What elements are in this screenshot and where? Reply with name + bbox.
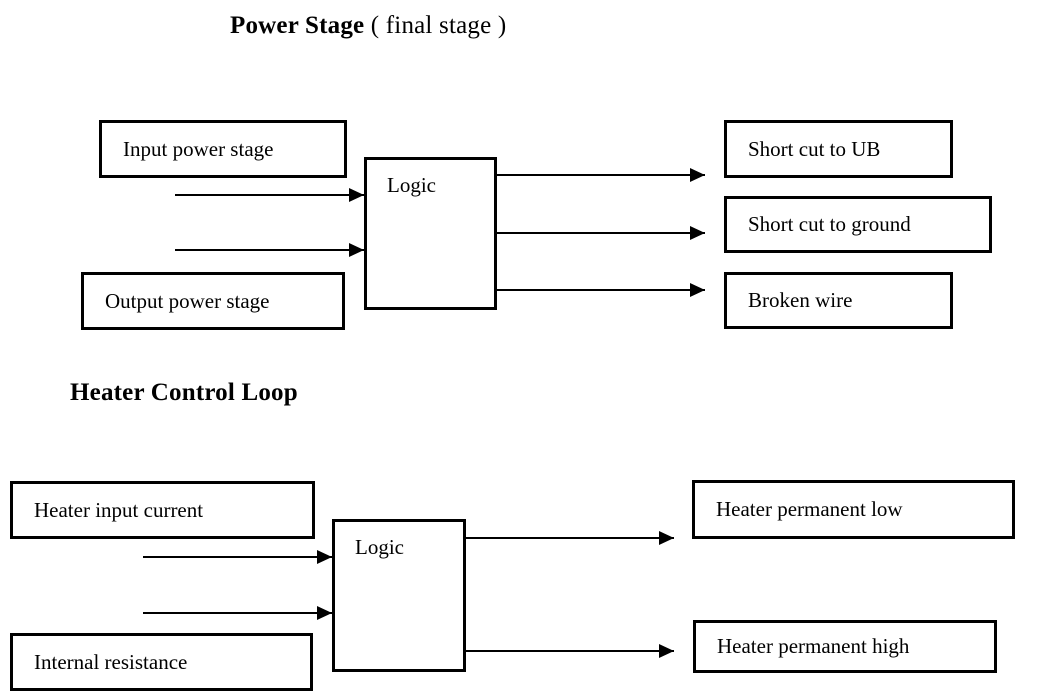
logic-box-heater-loop: Logic bbox=[332, 519, 466, 672]
arrowhead-icon bbox=[349, 188, 364, 202]
title-heater-control-loop-bold: Heater Control Loop bbox=[70, 379, 298, 406]
arrow-heater-output-1 bbox=[466, 531, 674, 545]
arrowhead-icon bbox=[349, 243, 364, 257]
arrowhead-icon bbox=[317, 606, 332, 620]
box-broken-wire-label: Broken wire bbox=[748, 288, 853, 312]
box-input-power-stage: Input power stage bbox=[99, 120, 347, 178]
arrow-power-output-3 bbox=[497, 283, 705, 297]
logic-box-power-stage: Logic bbox=[364, 157, 497, 310]
box-heater-input-current-label: Heater input current bbox=[34, 497, 204, 522]
arrowhead-icon bbox=[659, 644, 674, 658]
box-input-power-stage-label: Input power stage bbox=[123, 136, 274, 161]
box-broken-wire: Broken wire bbox=[724, 272, 953, 329]
arrow-power-output-1 bbox=[497, 168, 705, 182]
logic-box-heater-loop-label: Logic bbox=[355, 535, 404, 559]
arrowhead-icon bbox=[659, 531, 674, 545]
arrowhead-icon bbox=[690, 168, 705, 182]
box-short-cut-to-ub: Short cut to UB bbox=[724, 120, 953, 178]
box-output-power-stage-label: Output power stage bbox=[105, 288, 270, 313]
box-short-cut-to-ground-label: Short cut to ground bbox=[748, 212, 911, 236]
arrowhead-icon bbox=[690, 283, 705, 297]
box-internal-resistance: Internal resistance bbox=[10, 633, 313, 691]
box-short-cut-to-ground: Short cut to ground bbox=[724, 196, 992, 253]
arrow-heater-output-2 bbox=[466, 644, 674, 658]
arrow-power-input-2 bbox=[175, 243, 364, 257]
box-short-cut-to-ub-label: Short cut to UB bbox=[748, 136, 881, 161]
box-heater-permanent-low-label: Heater permanent low bbox=[716, 497, 903, 521]
box-heater-permanent-high-label: Heater permanent high bbox=[717, 634, 910, 658]
box-heater-permanent-high: Heater permanent high bbox=[693, 620, 997, 673]
title-power-stage-bold: Power Stage bbox=[230, 12, 365, 39]
box-heater-permanent-low: Heater permanent low bbox=[692, 480, 1015, 539]
logic-box-power-stage-label: Logic bbox=[387, 173, 436, 197]
title-power-stage: Power Stage ( final stage ) bbox=[230, 12, 506, 40]
arrowhead-icon bbox=[690, 226, 705, 240]
title-heater-control-loop: Heater Control Loop bbox=[70, 379, 298, 407]
box-output-power-stage: Output power stage bbox=[81, 272, 345, 330]
arrow-heater-input-2 bbox=[143, 606, 332, 620]
box-internal-resistance-label: Internal resistance bbox=[34, 649, 188, 674]
title-power-stage-suffix: ( final stage ) bbox=[364, 12, 507, 39]
arrowhead-icon bbox=[317, 550, 332, 564]
arrow-heater-input-1 bbox=[143, 550, 332, 564]
box-heater-input-current: Heater input current bbox=[10, 481, 315, 539]
arrow-power-input-1 bbox=[175, 188, 364, 202]
arrow-power-output-2 bbox=[497, 226, 705, 240]
